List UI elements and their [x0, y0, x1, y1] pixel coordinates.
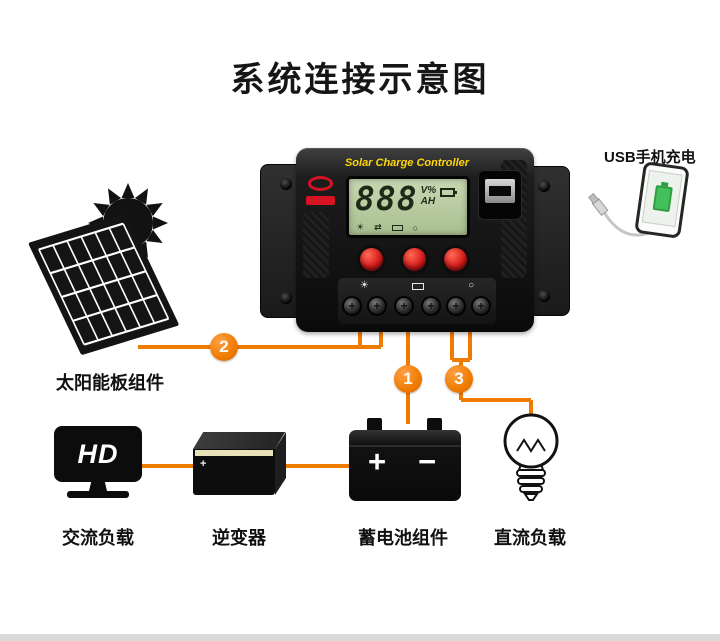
inverter-device: + — [193, 432, 293, 495]
battery-body: + − — [349, 430, 461, 501]
terminal-screw — [369, 298, 385, 314]
lcd-readout: 888 V% AH — [355, 179, 458, 218]
battery-terminal-icon — [412, 282, 425, 290]
terminal-block: ☀ ○ — [338, 278, 496, 324]
solar-panel-icon — [28, 213, 179, 355]
terminal-screw — [396, 298, 412, 314]
usb-plug-icon — [588, 192, 609, 216]
usb-socket-icon — [485, 179, 515, 203]
lcd-units: V% AH — [421, 182, 437, 216]
phone-battery-icon — [652, 184, 673, 213]
lcd-unit-bottom: AH — [420, 196, 436, 207]
marker-solar: 2 — [210, 333, 238, 361]
usb-port — [478, 170, 522, 220]
load-terminal-icon: ○ — [468, 280, 475, 291]
hd-monitor: HD — [54, 426, 142, 498]
monitor-base — [67, 491, 129, 498]
screw-hole-icon — [280, 178, 292, 190]
lcd-value: 888 — [355, 179, 418, 218]
monitor-neck — [89, 482, 107, 491]
battery-seam — [349, 445, 461, 447]
battery-post-left — [367, 418, 382, 431]
inverter-plus-mark: + — [200, 458, 207, 470]
controller-button-right — [444, 248, 467, 271]
phone-screen — [641, 169, 683, 228]
controller-button-left — [360, 248, 383, 271]
carbon-texture — [303, 212, 329, 278]
sun-status-icon: ☀ — [356, 222, 365, 232]
screw-hole-icon — [538, 180, 550, 192]
inverter-stripe — [195, 450, 273, 456]
screw-hole-icon — [538, 290, 550, 302]
pv-terminal-icon: ☀ — [359, 280, 369, 291]
battery-device: + − — [349, 416, 461, 501]
controller-brand: Solar Charge Controller — [344, 157, 470, 169]
label-battery: 蓄电池组件 — [358, 528, 448, 548]
monitor-screen: HD — [54, 426, 142, 482]
battery-plus-sign: + — [368, 444, 387, 479]
usb-slot — [489, 186, 511, 196]
inverter-top-face — [193, 432, 286, 449]
load-status-icon: ○ — [412, 222, 419, 233]
hd-logo: HD — [77, 438, 119, 469]
brand-logo-icon — [308, 176, 333, 191]
label-solar-panel: 太阳能板组件 — [56, 373, 164, 393]
label-dc-load: 直流负载 — [494, 528, 566, 548]
terminal-screw — [344, 298, 360, 314]
label-inverter: 逆变器 — [212, 528, 266, 548]
lcd-status-icons: ☀ ⇄ ○ — [356, 222, 418, 233]
controller-button-middle — [403, 248, 426, 271]
terminal-screw — [448, 298, 464, 314]
battery-minus-sign: − — [418, 444, 437, 479]
inverter-front-face: + — [193, 449, 275, 495]
marker-dc-load: 3 — [445, 365, 473, 393]
page-title: 系统连接示意图 — [230, 61, 490, 99]
terminal-screw — [473, 298, 489, 314]
terminal-screw — [423, 298, 439, 314]
label-usb-charging: USB手机充电 — [604, 149, 696, 166]
battery-post-right — [427, 418, 442, 431]
marker-battery: 1 — [394, 365, 422, 393]
lcd-unit-top: V% — [420, 185, 437, 196]
charge-arrows-icon: ⇄ — [374, 222, 382, 232]
page-bottom-edge — [0, 634, 720, 641]
controller-body: Solar Charge Controller 888 V% AH ☀ ⇄ ○ — [296, 148, 534, 332]
screw-hole-icon — [280, 292, 292, 304]
battery-status-icon — [391, 224, 403, 231]
battery-level-icon — [440, 188, 458, 197]
bulb-icon — [503, 413, 559, 501]
charge-controller: Solar Charge Controller 888 V% AH ☀ ⇄ ○ — [258, 148, 572, 332]
label-ac-load: 交流负载 — [62, 528, 134, 548]
terminal-icons: ☀ ○ — [338, 280, 496, 292]
brand-logo-bar — [306, 196, 335, 205]
lcd-display: 888 V% AH ☀ ⇄ ○ — [346, 176, 470, 238]
